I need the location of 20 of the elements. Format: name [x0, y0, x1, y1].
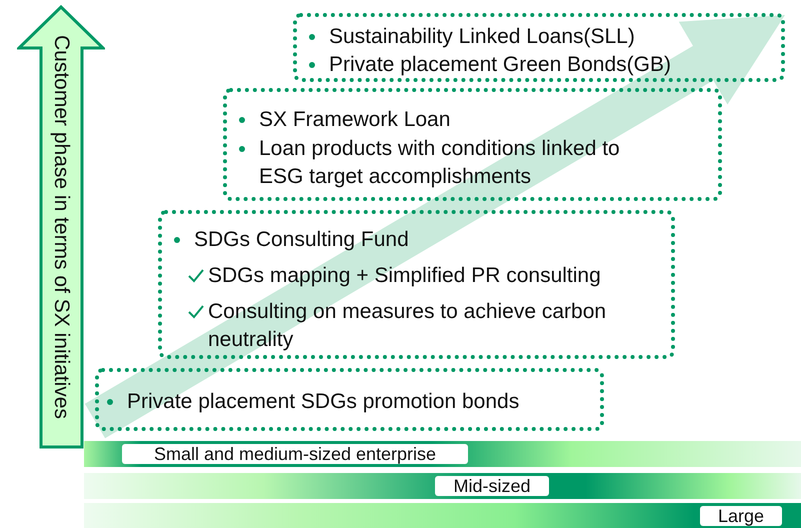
list-item-text: Consulting on measures to achieve carbon neutrality	[208, 299, 608, 353]
list-item-text: Loan products with conditions linked to ESG target accomplishments	[259, 136, 621, 190]
dotted-box	[158, 210, 675, 359]
gradient-band	[84, 441, 801, 467]
axis-label: Customer phase in terms of SX initiatives	[49, 35, 74, 419]
band-label: Large	[700, 506, 782, 526]
list-item-text: Sustainability Linked Loans(SLL)	[329, 24, 635, 50]
dotted-box	[223, 88, 722, 201]
gradient-band	[84, 503, 801, 528]
gradient-band	[84, 473, 801, 499]
dotted-box	[293, 13, 785, 82]
band-label: Small and medium-sized enterprise	[122, 444, 468, 464]
dotted-box	[95, 368, 604, 431]
list-item-text: SDGs Consulting Fund	[194, 227, 409, 253]
list-item-text: Private placement Green Bonds(GB)	[329, 52, 671, 78]
block-arrow	[84, 15, 785, 438]
list-item-text: SDGs mapping + Simplified PR consulting	[208, 263, 601, 289]
band-label: Mid-sized	[435, 476, 549, 496]
list-item-text: Private placement SDGs promotion bonds	[127, 389, 520, 415]
list-item-text: SX Framework Loan	[259, 107, 450, 133]
